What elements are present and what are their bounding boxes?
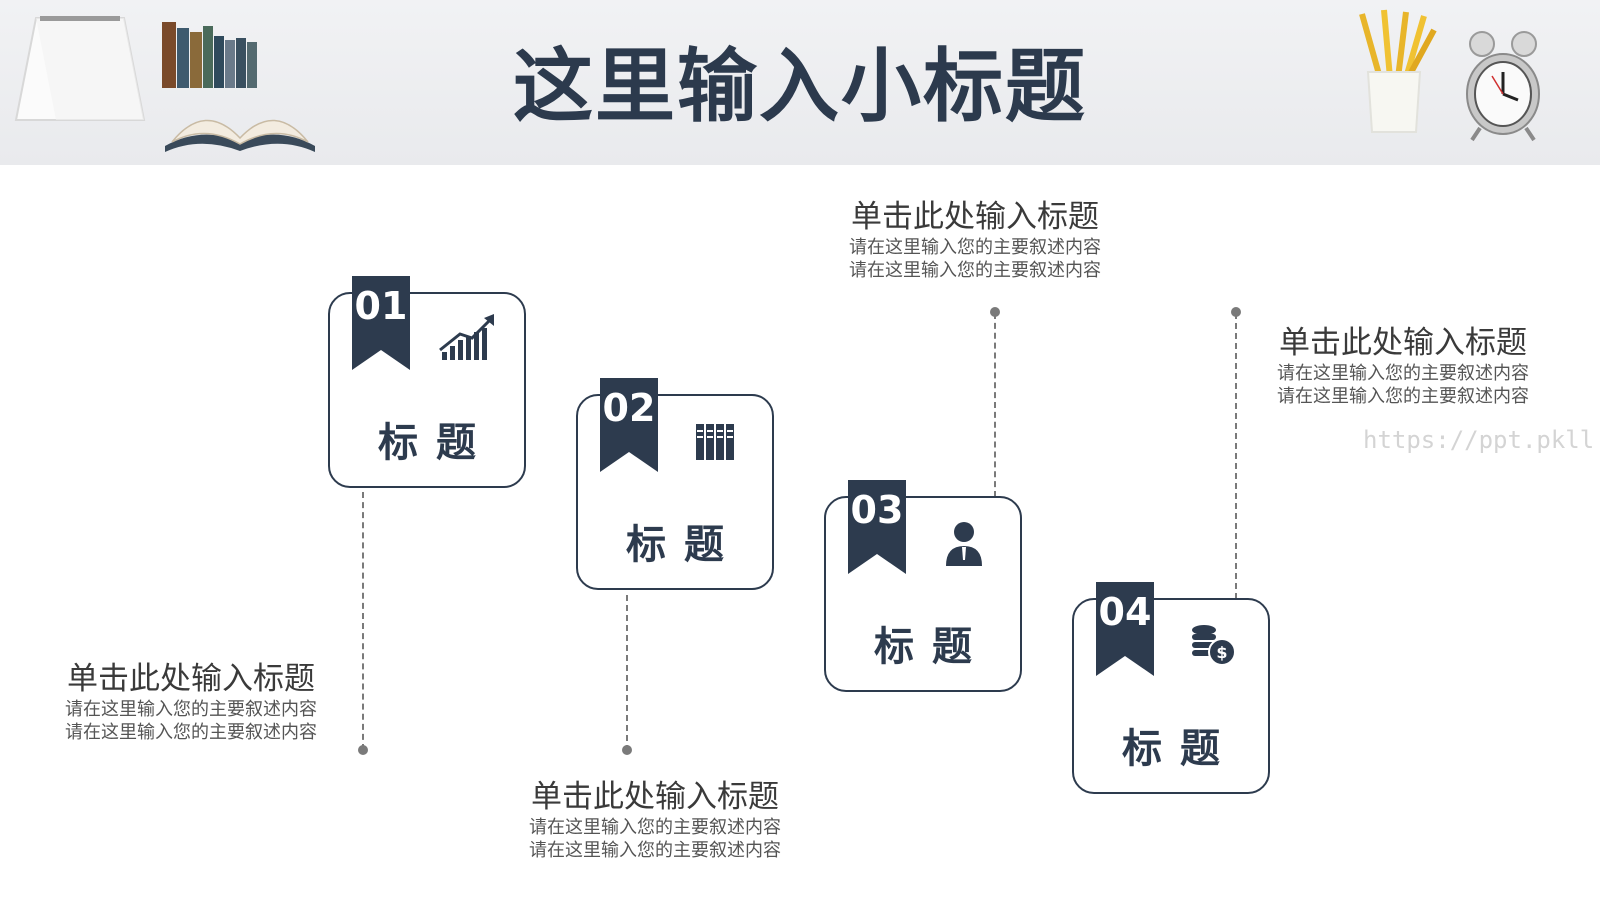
number-ribbon: 02	[600, 378, 658, 472]
binders-icon	[696, 424, 734, 460]
text-block-line: 请在这里输入您的主要叙述内容	[529, 840, 781, 861]
step-number: 01	[354, 284, 408, 328]
header-band: 这里输入小标题	[0, 0, 1600, 165]
text-block-line: 请在这里输入您的主要叙述内容	[65, 699, 317, 720]
step-card-03[interactable]: 03 标题	[824, 480, 1022, 692]
page-title: 这里输入小标题	[513, 40, 1087, 133]
text-block-line: 请在这里输入您的主要叙述内容	[529, 817, 781, 838]
step-card-01[interactable]: 01 标题	[328, 276, 526, 488]
number-ribbon: 03	[848, 480, 906, 574]
connector-line-3	[994, 313, 996, 497]
svg-text:$: $	[1216, 643, 1227, 662]
text-block-line: 请在这里输入您的主要叙述内容	[65, 722, 317, 743]
step-number: 02	[602, 386, 656, 430]
alarm-clock-icon	[1466, 31, 1540, 142]
card-label: 标题	[626, 522, 742, 568]
step-card-02[interactable]: 02 标题	[576, 378, 774, 590]
text-block-line: 请在这里输入您的主要叙述内容	[849, 237, 1101, 258]
text-block-title: 单击此处输入标题	[851, 199, 1099, 235]
card-label: 标题	[378, 420, 494, 466]
text-block-title: 单击此处输入标题	[531, 779, 779, 815]
books-icon	[162, 22, 257, 88]
step-number: 03	[850, 488, 904, 532]
text-block-1[interactable]: 单击此处输入标题 请在这里输入您的主要叙述内容 请在这里输入您的主要叙述内容	[46, 660, 336, 744]
watermark-text: https://ppt.pkll.de	[1363, 426, 1600, 454]
card-label: 标题	[874, 624, 990, 670]
coins-dollar-icon: $	[1192, 625, 1236, 666]
open-book-icon	[165, 119, 315, 152]
connector-line-4	[1235, 313, 1237, 599]
connector-line-1	[362, 492, 364, 750]
desk-calendar-icon	[14, 16, 146, 121]
step-card-04[interactable]: 04 $ 标题	[1072, 582, 1270, 794]
connector-dot-1	[358, 745, 368, 755]
number-ribbon: 04	[1096, 582, 1154, 676]
connector-line-2	[626, 595, 628, 751]
pencil-cup-icon	[1359, 9, 1437, 133]
step-number: 04	[1098, 590, 1152, 634]
text-block-line: 请在这里输入您的主要叙述内容	[1277, 386, 1529, 407]
text-block-line: 请在这里输入您的主要叙述内容	[849, 260, 1101, 281]
connector-dot-4	[1231, 307, 1241, 317]
text-block-title: 单击此处输入标题	[1279, 325, 1527, 361]
card-label: 标题	[1122, 726, 1238, 772]
number-ribbon: 01	[352, 276, 410, 370]
text-block-3[interactable]: 单击此处输入标题 请在这里输入您的主要叙述内容 请在这里输入您的主要叙述内容	[830, 198, 1120, 282]
text-block-4[interactable]: 单击此处输入标题 请在这里输入您的主要叙述内容 请在这里输入您的主要叙述内容	[1258, 324, 1548, 408]
person-icon	[946, 522, 982, 566]
text-block-title: 单击此处输入标题	[67, 661, 315, 697]
text-block-2[interactable]: 单击此处输入标题 请在这里输入您的主要叙述内容 请在这里输入您的主要叙述内容	[510, 778, 800, 862]
connector-dot-2	[622, 745, 632, 755]
bar-chart-growth-icon	[439, 314, 494, 360]
text-block-line: 请在这里输入您的主要叙述内容	[1277, 363, 1529, 384]
connector-dot-3	[990, 307, 1000, 317]
